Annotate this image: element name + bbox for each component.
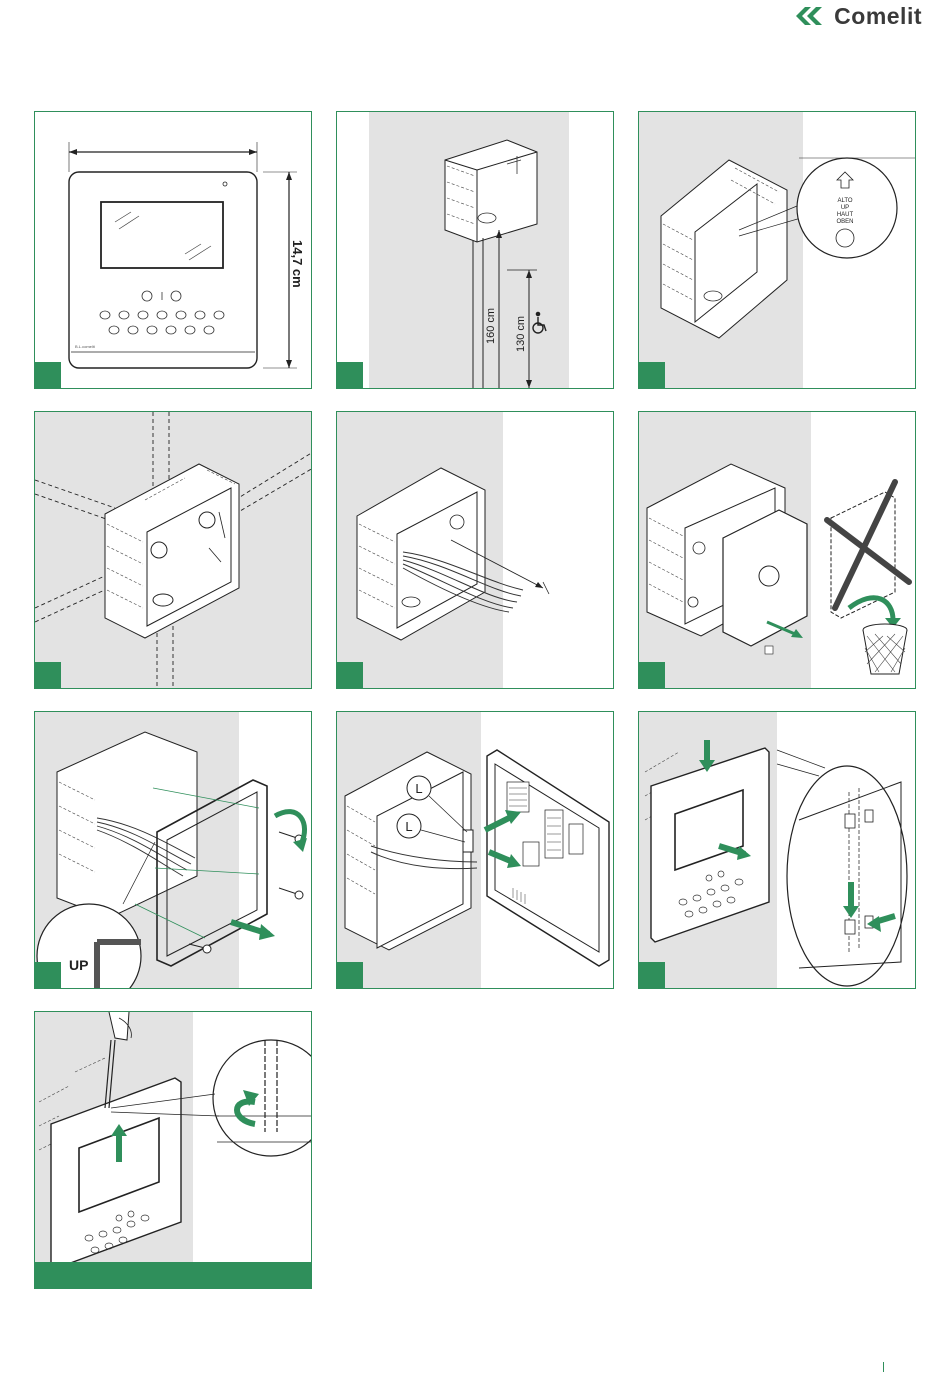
panel-monitor-hooking [638,711,916,989]
step-marker [337,362,363,388]
line-label-a: L [415,781,422,796]
box-mounting-height-illustration: 160 cm 130 cm [337,112,614,389]
panel-remove-cover [638,411,916,689]
step-marker [35,1262,312,1288]
height-accessible-label: 130 cm [515,316,527,352]
step-marker [639,962,665,988]
panel-monitor-dimensions: B.L.comelit 14,7 cm [34,111,312,389]
panel-cable-length [336,411,614,689]
step-marker [337,662,363,688]
monitor-hooking-illustration [639,712,916,989]
conduit-routing-illustration [35,412,312,689]
panel-monitor-removal [34,1011,312,1289]
remove-cover-illustration [639,412,916,689]
panel-wiring-connection: L L [336,711,614,989]
monitor-brand-label: B.L.comelit [75,344,96,349]
monitor-removal-illustration [35,1012,312,1289]
orientation-label-1: ALTO [837,198,852,204]
monitor-dimensions-illustration: B.L.comelit 14,7 cm [35,112,312,389]
step-marker [35,962,61,988]
panel-frame-screwing: UP [34,711,312,989]
step-marker [35,362,61,388]
brand-name: Comelit [834,3,922,30]
step-marker [35,662,61,688]
orientation-label-2: UP [841,205,849,211]
panel-box-mounting-height: 160 cm 130 cm [336,111,614,389]
panel-conduit-routing [34,411,312,689]
step-marker [337,962,363,988]
brand-logo: Comelit [796,4,922,28]
wiring-connection-illustration: L L [337,712,614,989]
orientation-label-3: HAUT [837,212,854,218]
frame-screwing-illustration: UP [35,712,312,989]
step-marker [639,662,665,688]
height-dimension-label: 14,7 cm [290,240,305,288]
page-marker [883,1362,884,1372]
line-label-b: L [405,819,412,834]
height-standard-label: 160 cm [485,308,497,344]
frame-up-marking: UP [69,957,88,973]
panel-box-orientation: ALTO UP HAUT OBEN [638,111,916,389]
comelit-double-chevron-icon [796,6,830,26]
orientation-label-4: OBEN [836,219,853,225]
box-orientation-illustration: ALTO UP HAUT OBEN [639,112,916,389]
step-marker [639,362,665,388]
cable-length-illustration [337,412,614,689]
